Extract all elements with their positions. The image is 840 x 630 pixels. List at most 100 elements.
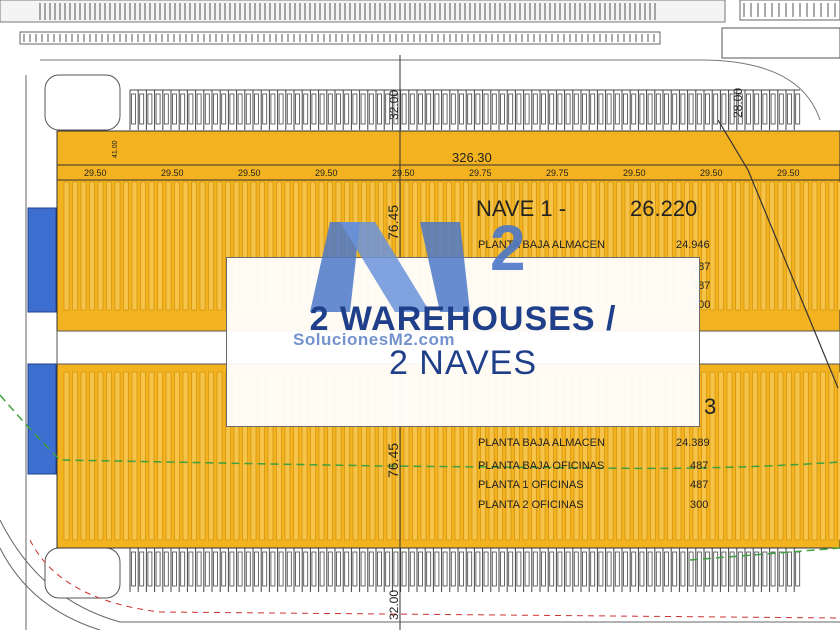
rack [786, 371, 792, 541]
rack [811, 371, 818, 541]
rack [63, 371, 70, 541]
parking-stall [336, 93, 341, 125]
parking-stall [475, 551, 481, 587]
parking-stall [582, 551, 587, 587]
logo-m-middle [340, 222, 430, 312]
parking-stall [598, 93, 604, 125]
parking-stall [680, 93, 686, 125]
parking-stall [672, 551, 678, 587]
parking-stall [778, 93, 784, 125]
warehouse2-row-value-4: 300 [690, 499, 708, 511]
warehouse2-row-label-2: PLANTA BAJA OFICINAS [478, 460, 604, 472]
rack [709, 371, 716, 541]
parking-stall [278, 551, 284, 587]
rack [140, 181, 146, 311]
parking-stall [155, 551, 161, 587]
parking-stall [754, 551, 760, 587]
warehouse1-depth-dim: 76.45 [385, 205, 401, 240]
parking-stall [713, 551, 719, 587]
parking-stall [221, 551, 227, 587]
parking-stall [639, 551, 645, 587]
parking-stall [590, 551, 596, 587]
rack [216, 181, 223, 311]
overlay-title-line-2: 2 NAVES [388, 344, 538, 382]
small-dim-top-left: 41.00 [112, 140, 119, 158]
rack [743, 181, 750, 311]
parking-stall [573, 93, 579, 125]
warehouse1-row-value-1: 24.946 [676, 239, 710, 251]
parking-stall [237, 551, 243, 587]
rack [165, 181, 172, 311]
right-yard-dim: 28.00 [731, 88, 745, 118]
parking-stall [229, 551, 235, 587]
rack [174, 371, 180, 541]
rack [97, 371, 104, 541]
rack [777, 371, 784, 541]
bay-width-label: 29.75 [546, 168, 569, 178]
parking-stall [516, 551, 522, 587]
parking-stall [549, 93, 555, 125]
rack [174, 181, 180, 311]
parking-stall [139, 551, 145, 587]
parking-stall [270, 93, 276, 125]
parking-stall [746, 551, 751, 587]
parking-stall [262, 551, 268, 587]
parking-stall [319, 93, 325, 125]
warehouse2-row-label-4: PLANTA 2 OFICINAS [478, 499, 584, 511]
parking-stall [180, 551, 186, 587]
top-right-block [739, 0, 840, 21]
rack [777, 181, 784, 311]
parking-stall [450, 551, 456, 587]
parking-stall [516, 93, 522, 125]
parking-stall [131, 551, 136, 587]
parking-stall [295, 551, 300, 587]
parking-stall [221, 93, 227, 125]
rack [148, 371, 155, 541]
overlay-title-line-1: 2 WAREHOUSES / [309, 300, 617, 338]
rack [760, 371, 767, 541]
parking-stall [262, 93, 268, 125]
parking-stall [196, 93, 202, 125]
parking-stall [254, 551, 259, 587]
parking-stall [409, 93, 415, 125]
parking-stall [278, 93, 284, 125]
bay-width-label: 29.50 [84, 168, 107, 178]
top-road-hatch [23, 3, 656, 42]
rack [208, 181, 214, 311]
rack [89, 181, 95, 311]
parking-stall [450, 93, 456, 125]
rack [828, 181, 835, 311]
bay-width-label: 29.50 [315, 168, 338, 178]
parking-stall [459, 551, 464, 587]
rack [752, 371, 758, 541]
bay-width-label: 29.50 [238, 168, 261, 178]
parking-stall [754, 93, 760, 125]
parking-stall [377, 551, 382, 587]
parking-stall [467, 93, 473, 125]
parking-stall [762, 551, 768, 587]
parking-stall [360, 93, 366, 125]
parking-stall [377, 93, 382, 125]
bay-width-label: 29.50 [161, 168, 184, 178]
parking-stall [565, 551, 571, 587]
parking-stall [483, 93, 489, 125]
parking-stall [172, 551, 177, 587]
parking-stall [204, 93, 210, 125]
loading-bay-1 [27, 207, 57, 313]
parking-stall [401, 93, 407, 125]
parking-stall [565, 93, 571, 125]
rack [63, 181, 70, 311]
rack [811, 181, 818, 311]
parking-stall [532, 551, 538, 587]
warehouse2-row-value-2: 487 [690, 460, 708, 472]
gatehouse [721, 27, 840, 59]
parking-stall [303, 93, 309, 125]
warehouse2-row-label-3: PLANTA 1 OFICINAS [478, 479, 584, 491]
parking-stall [721, 551, 727, 587]
rack [743, 371, 750, 541]
parking-stall [196, 551, 202, 587]
parking-stall [573, 551, 579, 587]
rack [718, 371, 724, 541]
parking-stall [491, 551, 497, 587]
parking-stall [549, 551, 555, 587]
